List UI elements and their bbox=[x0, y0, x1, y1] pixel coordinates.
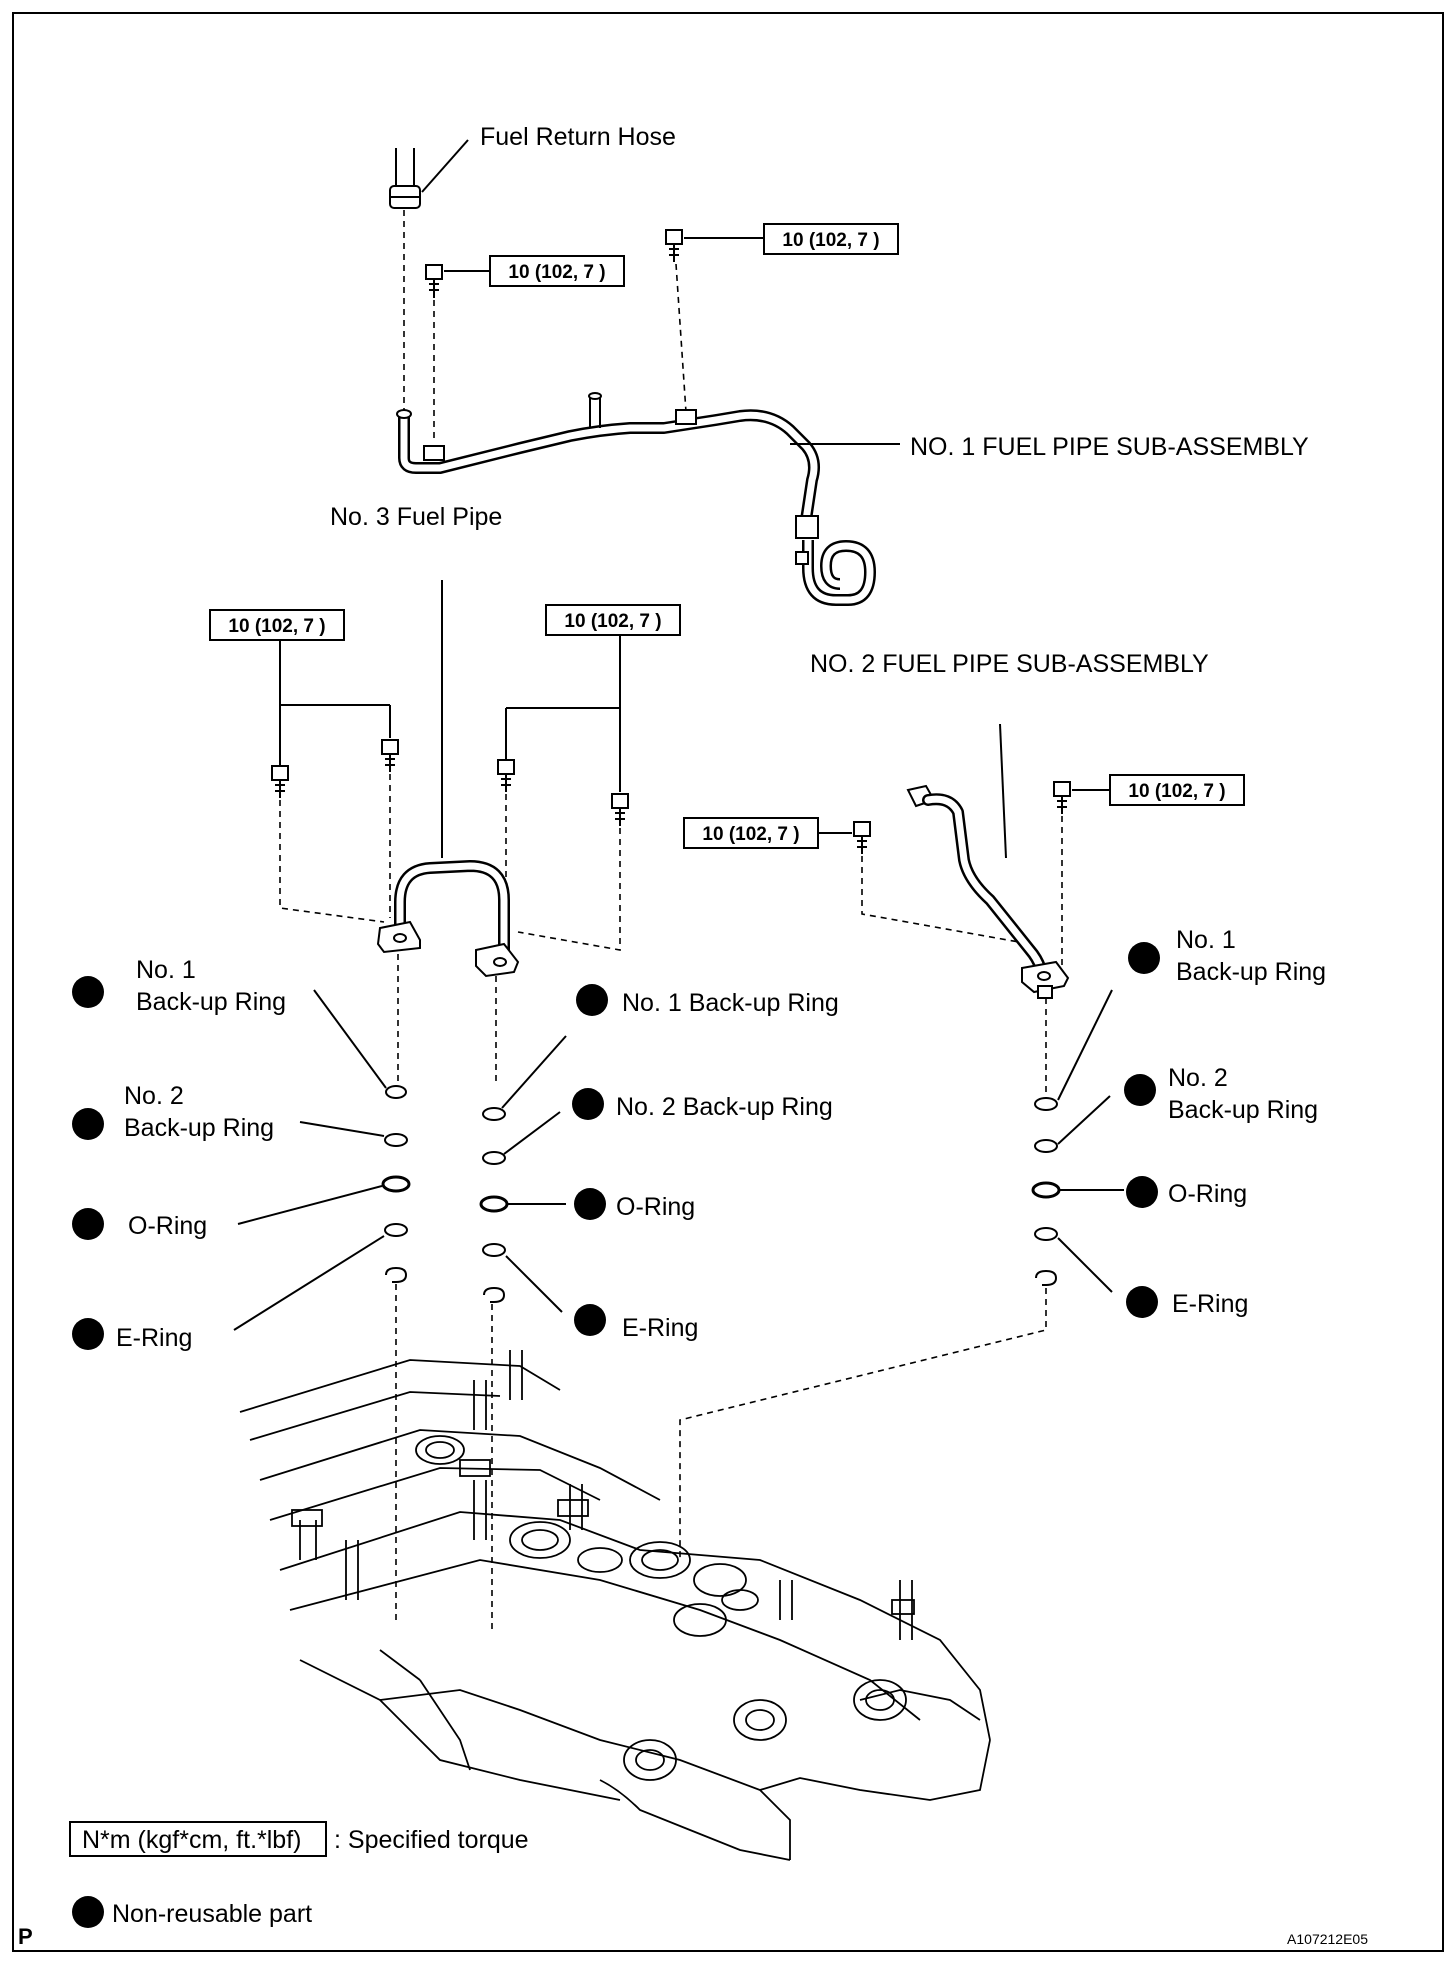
engine-intake-manifold bbox=[239, 1350, 991, 1861]
bolt-icon bbox=[271, 765, 289, 798]
ring-stack-center bbox=[479, 1107, 509, 1303]
svg-text:10 (102, 7 ): 10 (102, 7 ) bbox=[782, 230, 879, 251]
fuel-return-hose bbox=[389, 148, 421, 209]
ring-label: O-Ring bbox=[616, 1193, 695, 1221]
non-reusable-icon bbox=[1126, 1176, 1158, 1208]
non-reusable-icon bbox=[72, 1208, 104, 1240]
svg-text:10 (102, 7 ): 10 (102, 7 ) bbox=[564, 611, 661, 632]
ring-label: No. 1 bbox=[1176, 926, 1236, 954]
ring-stack-left bbox=[381, 1085, 411, 1283]
ring-label: No. 1 bbox=[136, 956, 196, 984]
ring-label: No. 2 bbox=[124, 1082, 184, 1110]
svg-text:10 (102, 7 ): 10 (102, 7 ) bbox=[702, 824, 799, 845]
ring-label: Back-up Ring bbox=[1176, 958, 1326, 986]
ring-label: No. 2 bbox=[1168, 1064, 1228, 1092]
svg-text:10 (102, 7 ): 10 (102, 7 ) bbox=[228, 616, 325, 637]
page-prefix: P bbox=[18, 1924, 33, 1949]
non-reusable-icon bbox=[576, 984, 608, 1016]
non-reusable-icon bbox=[72, 1896, 104, 1928]
torque-box: 10 (102, 7 ) bbox=[683, 817, 819, 849]
bolt-icon bbox=[425, 264, 443, 298]
bolt-icon bbox=[1053, 781, 1071, 814]
non-reusable-icon bbox=[1124, 1074, 1156, 1106]
non-reusable-icon bbox=[72, 976, 104, 1008]
ring-stack-right bbox=[1031, 1097, 1061, 1286]
bolt-icon bbox=[381, 739, 399, 772]
non-reusable-icon bbox=[574, 1304, 606, 1336]
torque-legend-text: : Specified torque bbox=[334, 1826, 529, 1854]
non-reusable-icon bbox=[72, 1108, 104, 1140]
no2-fuel-pipe bbox=[906, 784, 1070, 999]
torque-legend: N*m (kgf*cm, ft.*lbf) : Specified torque bbox=[69, 1821, 529, 1857]
ring-label: E-Ring bbox=[622, 1314, 698, 1342]
ring-label: O-Ring bbox=[1168, 1180, 1247, 1208]
non-reusable-icon bbox=[72, 1318, 104, 1350]
no1-fuel-pipe-label: NO. 1 FUEL PIPE SUB-ASSEMBLY bbox=[910, 433, 1309, 461]
non-reusable-icon bbox=[1126, 1286, 1158, 1318]
svg-text:10 (102, 7 ): 10 (102, 7 ) bbox=[1128, 781, 1225, 802]
no1-fuel-pipe bbox=[396, 392, 877, 606]
non-reusable-icon bbox=[574, 1188, 606, 1220]
non-reusable-icon bbox=[572, 1088, 604, 1120]
bolt-icon bbox=[665, 229, 683, 262]
nonreusable-legend: Non-reusable part bbox=[72, 1896, 312, 1928]
no3-fuel-pipe-label: No. 3 Fuel Pipe bbox=[330, 503, 502, 531]
bolt-icon bbox=[611, 793, 629, 826]
bolt-icon bbox=[853, 821, 871, 854]
ring-label: Back-up Ring bbox=[1168, 1096, 1318, 1124]
fuel-return-hose-leader bbox=[421, 139, 469, 193]
svg-text:10 (102, 7 ): 10 (102, 7 ) bbox=[508, 262, 605, 283]
diagram-frame bbox=[12, 12, 1444, 1952]
no3-fuel-pipe bbox=[376, 860, 520, 978]
torque-box: 10 (102, 7 ) bbox=[545, 604, 681, 636]
ring-label: Back-up Ring bbox=[136, 988, 286, 1016]
torque-box: 10 (102, 7 ) bbox=[1109, 774, 1245, 806]
ring-label: No. 2 Back-up Ring bbox=[616, 1093, 833, 1121]
nonreusable-legend-text: Non-reusable part bbox=[112, 1900, 312, 1928]
ring-label: O-Ring bbox=[128, 1212, 207, 1240]
ring-label: E-Ring bbox=[116, 1324, 192, 1352]
no2-fuel-pipe-label: NO. 2 FUEL PIPE SUB-ASSEMBLY bbox=[810, 650, 1209, 678]
figure-code: A107212E05 bbox=[1287, 1931, 1368, 1947]
ring-label: No. 1 Back-up Ring bbox=[622, 989, 839, 1017]
ring-label: Back-up Ring bbox=[124, 1114, 274, 1142]
ring-label: E-Ring bbox=[1172, 1290, 1248, 1318]
non-reusable-icon bbox=[1128, 942, 1160, 974]
torque-box: 10 (102, 7 ) bbox=[763, 223, 899, 255]
torque-unit-text: N*m (kgf*cm, ft.*lbf) bbox=[82, 1826, 301, 1854]
torque-box: 10 (102, 7 ) bbox=[209, 609, 345, 641]
torque-box: 10 (102, 7 ) bbox=[489, 255, 625, 287]
fuel-return-hose-label: Fuel Return Hose bbox=[480, 123, 676, 151]
bolt-icon bbox=[497, 759, 515, 792]
